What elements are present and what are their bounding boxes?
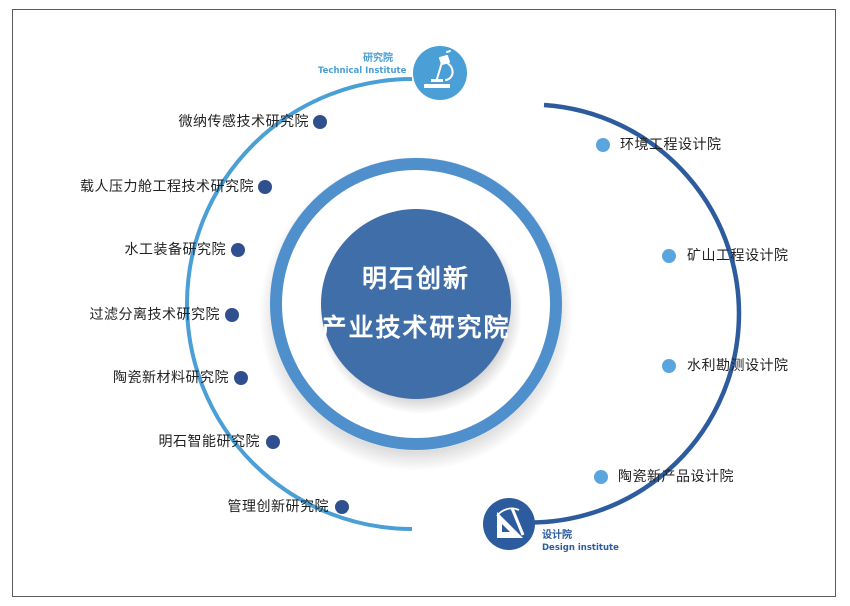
technical-item-1: 微纳传感技术研究院 xyxy=(178,114,309,130)
technical-item-2: 载人压力舱工程技术研究院 xyxy=(80,179,254,195)
technical-item-6: 明石智能研究院 xyxy=(158,434,260,450)
design-dot-2 xyxy=(662,249,676,263)
drafting-tools-icon xyxy=(483,498,535,550)
design-subtitle: Design institute xyxy=(542,543,619,553)
technical-item-5: 陶瓷新材料研究院 xyxy=(113,370,229,386)
tech-dot-4 xyxy=(225,308,239,322)
tech-dot-5 xyxy=(234,371,248,385)
microscope-icon xyxy=(413,46,467,100)
design-item-4: 陶瓷新产品设计院 xyxy=(618,469,734,485)
design-item-2: 矿山工程设计院 xyxy=(687,248,789,264)
design-item-1: 环境工程设计院 xyxy=(620,137,722,153)
center-title-line-1: 明石创新 xyxy=(361,264,470,293)
design-arc xyxy=(515,102,742,525)
technical-arc xyxy=(185,77,413,531)
tech-dot-2 xyxy=(258,180,272,194)
tech-dot-1 xyxy=(313,115,327,129)
center-title-line-2: 产业技术研究院 xyxy=(321,313,511,342)
technical-item-7: 管理创新研究院 xyxy=(227,499,329,515)
middle-ring xyxy=(270,158,562,450)
design-title: 设计院 xyxy=(542,530,572,541)
design-dot-4 xyxy=(594,470,608,484)
technical-item-3: 水工装备研究院 xyxy=(124,242,226,258)
outer-frame xyxy=(12,9,836,597)
center-disc xyxy=(321,209,511,399)
design-item-3: 水利勘测设计院 xyxy=(687,358,789,374)
design-dot-1 xyxy=(596,138,610,152)
technical-title: 研究院 xyxy=(363,53,393,64)
design-dot-3 xyxy=(662,359,676,373)
technical-item-4: 过滤分离技术研究院 xyxy=(89,307,220,323)
technical-subtitle: Technical Institute xyxy=(318,66,407,76)
tech-dot-6 xyxy=(266,435,280,449)
tech-dot-7 xyxy=(335,500,349,514)
tech-dot-3 xyxy=(231,243,245,257)
